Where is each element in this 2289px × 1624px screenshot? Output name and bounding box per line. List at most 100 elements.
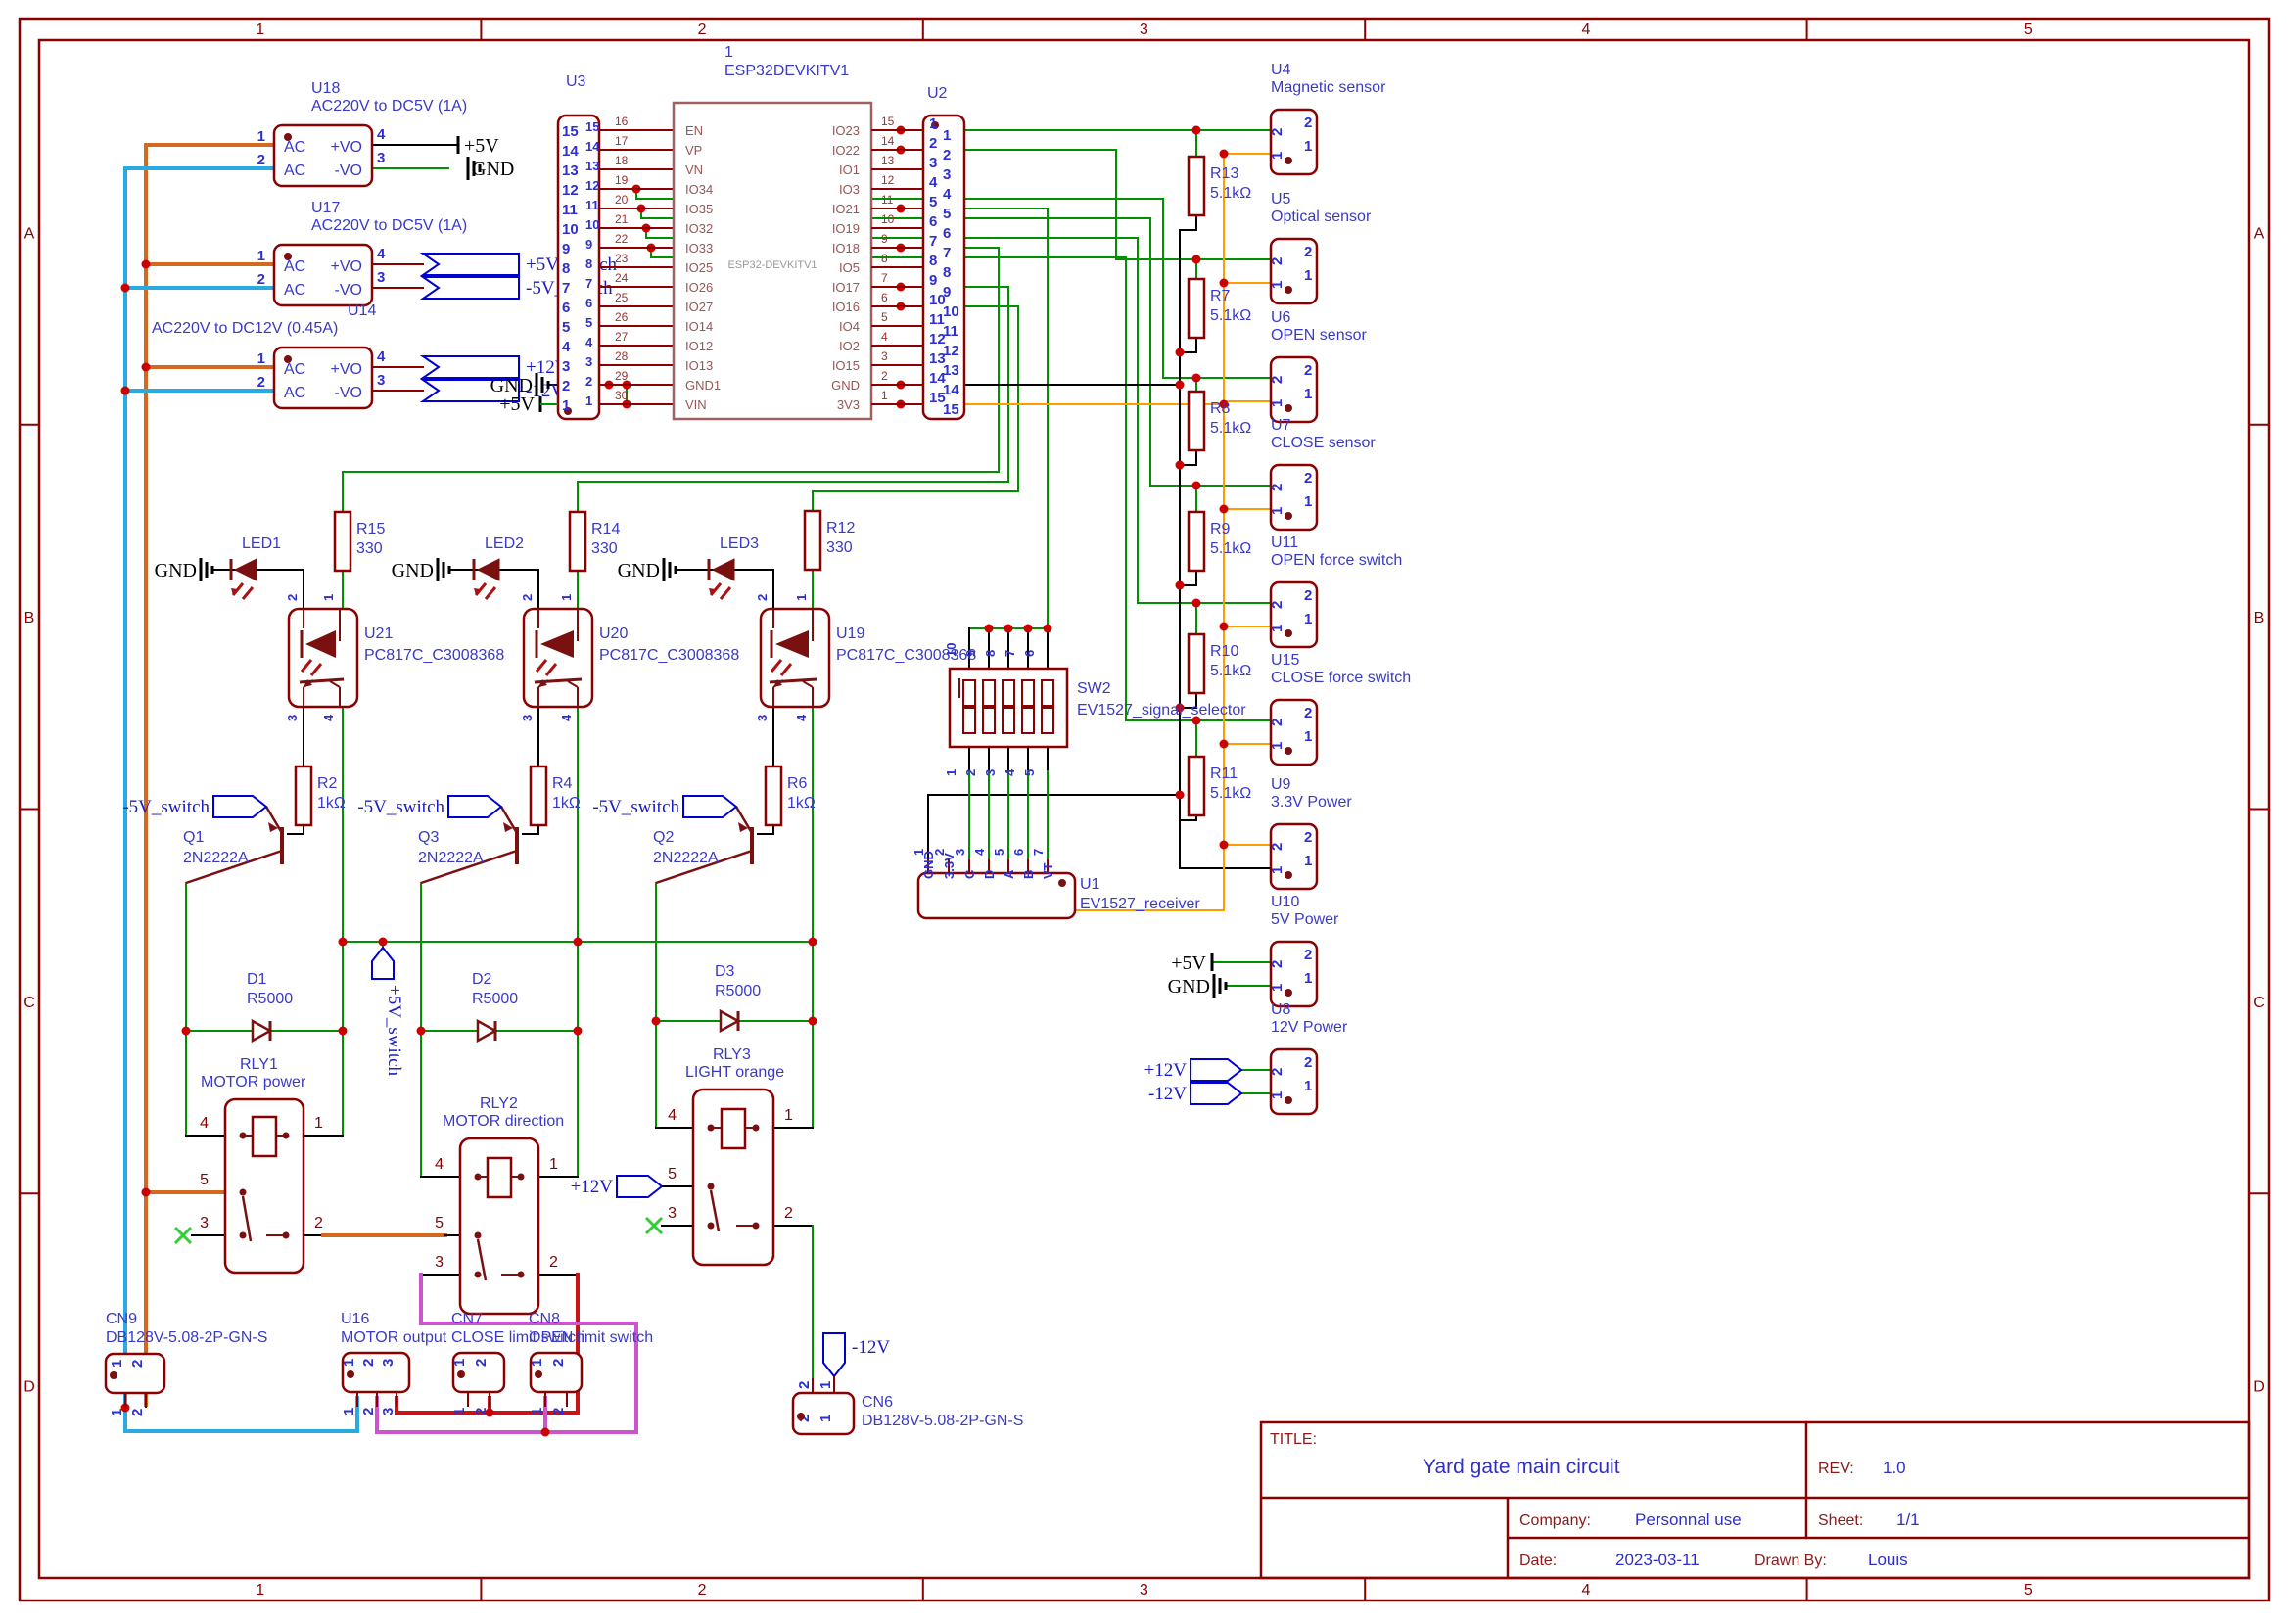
svg-text:1: 1 — [784, 1107, 793, 1124]
svg-text:4: 4 — [585, 335, 593, 349]
svg-text:B: B — [1021, 870, 1036, 879]
svg-text:B: B — [24, 610, 35, 626]
svg-text:7: 7 — [881, 271, 888, 285]
connector-u2[interactable]: U211223344556677889910101111121213131414… — [921, 85, 966, 421]
svg-text:OPEN sensor: OPEN sensor — [1271, 327, 1367, 344]
svg-text:10: 10 — [944, 643, 958, 657]
chip-esp32[interactable]: 1ESP32DEVKITV1ESP32-DEVKITV1ENVPVNIO34IO… — [672, 44, 923, 421]
svg-text:4: 4 — [881, 330, 888, 344]
svg-text:9: 9 — [881, 232, 888, 246]
svg-text:3: 3 — [983, 769, 998, 776]
resistor-r9[interactable]: R95.1kΩ — [1187, 510, 1251, 573]
svg-text:1kΩ: 1kΩ — [787, 795, 816, 812]
svg-text:IO18: IO18 — [832, 241, 860, 255]
svg-text:12: 12 — [585, 178, 599, 193]
svg-text:14: 14 — [943, 382, 959, 398]
svg-text:IO25: IO25 — [685, 260, 713, 275]
svg-text:2: 2 — [257, 374, 265, 391]
svg-text:1: 1 — [257, 350, 265, 367]
svg-text:Drawn By:: Drawn By: — [1754, 1553, 1827, 1569]
svg-text:2N2222A: 2N2222A — [418, 850, 484, 866]
svg-text:AC: AC — [284, 385, 305, 401]
svg-text:2: 2 — [943, 147, 951, 163]
svg-text:DB128V-5.08-2P-GN-S: DB128V-5.08-2P-GN-S — [862, 1413, 1023, 1429]
svg-text:11: 11 — [929, 311, 945, 328]
svg-text:RLY3: RLY3 — [713, 1046, 751, 1063]
led-led1[interactable]: LED1 — [229, 535, 281, 600]
svg-text:GND: GND — [155, 560, 197, 581]
svg-text:2: 2 — [360, 1359, 377, 1367]
svg-text:15: 15 — [585, 119, 599, 134]
svg-text:GND: GND — [618, 560, 660, 581]
svg-text:8: 8 — [585, 256, 592, 271]
gnd-flag-led2: GND — [392, 558, 451, 581]
svg-text:13: 13 — [943, 362, 959, 379]
svg-text:10: 10 — [585, 217, 599, 232]
svg-text:1: 1 — [257, 248, 265, 264]
svg-text:12: 12 — [943, 343, 959, 359]
svg-text:10: 10 — [881, 212, 895, 226]
svg-text:6: 6 — [562, 300, 570, 316]
svg-text:29: 29 — [615, 369, 629, 383]
svg-text:D: D — [982, 870, 997, 879]
svg-text:1: 1 — [529, 1359, 545, 1367]
svg-text:CN7: CN7 — [451, 1311, 483, 1327]
svg-text:2: 2 — [1304, 829, 1312, 846]
svg-text:1: 1 — [1304, 611, 1312, 627]
svg-text:5.1kΩ: 5.1kΩ — [1210, 540, 1251, 557]
svg-text:3: 3 — [377, 150, 385, 166]
svg-text:PC817C_C3008368: PC817C_C3008368 — [836, 647, 976, 664]
svg-text:5: 5 — [881, 310, 888, 324]
svg-text:5.1kΩ: 5.1kΩ — [1210, 420, 1251, 437]
resistor-r7[interactable]: R75.1kΩ — [1187, 277, 1251, 340]
led-led2[interactable]: LED2 — [472, 535, 524, 600]
svg-text:U18: U18 — [311, 80, 340, 97]
resistor-r8[interactable]: R85.1kΩ — [1187, 390, 1251, 452]
led-led3[interactable]: LED3 — [707, 535, 759, 600]
svg-text:2N2222A: 2N2222A — [183, 850, 249, 866]
net-flag-plus5v-switch: +5V_switch — [371, 946, 404, 1077]
svg-text:-VO: -VO — [335, 162, 362, 179]
svg-text:1: 1 — [321, 594, 336, 601]
